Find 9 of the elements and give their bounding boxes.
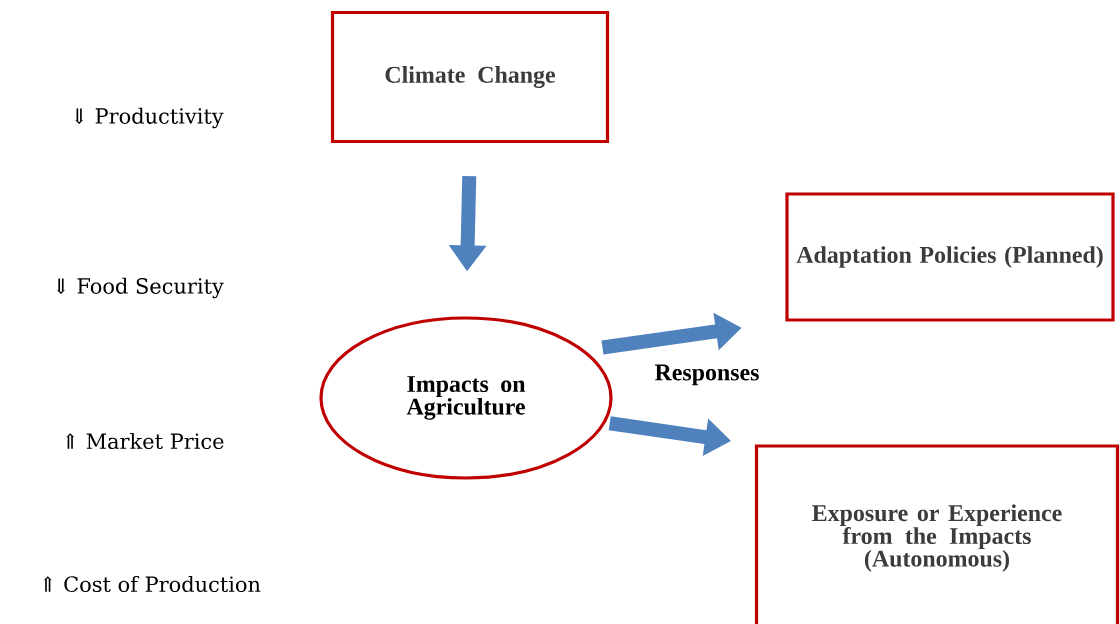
text-label: ⇓ Food Security xyxy=(56,277,224,299)
process-box: Climate Change xyxy=(330,10,610,144)
process-box: Exposure or Experience from the Impacts (Autonomous) xyxy=(754,444,1120,624)
text-label: ⇑ Cost of Production xyxy=(43,575,261,593)
text-label: ⇓ Productivity xyxy=(74,107,224,129)
ellipse-node: Impacts on Agriculture xyxy=(319,316,613,480)
heading-label: Responses xyxy=(654,364,759,386)
process-box: Adaptation Policies (Planned) xyxy=(785,192,1115,322)
text-label: ⇑ Market Price xyxy=(66,432,224,450)
